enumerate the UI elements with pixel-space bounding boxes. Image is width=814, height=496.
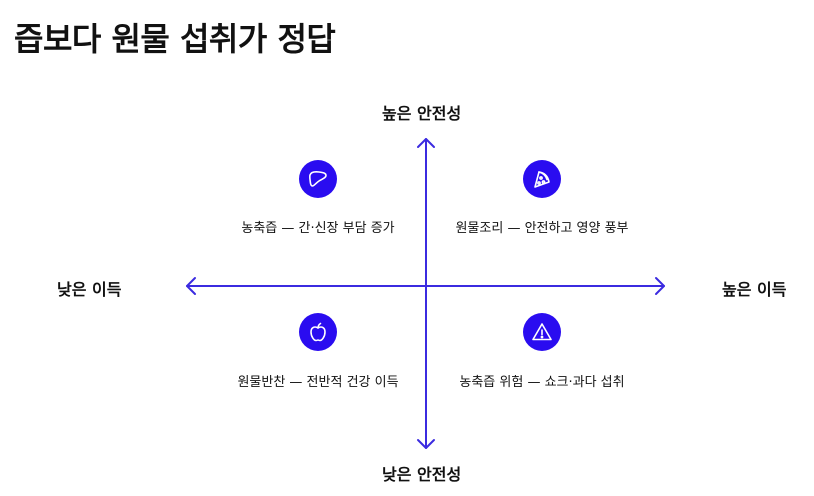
x-axis-left-label: 낮은 이득 — [57, 280, 122, 299]
arrow-up — [417, 138, 435, 148]
pizza-slice-icon — [523, 160, 561, 198]
arrow-left — [186, 277, 196, 295]
liver-icon — [299, 160, 337, 198]
arrow-right — [655, 277, 665, 295]
y-axis-bottom-label: 낮은 안전성 — [382, 465, 462, 484]
quadrant-text-top-right: 원물조리 — 안전하고 영양 풍부 — [455, 221, 629, 236]
apple-icon — [299, 313, 337, 351]
warning-icon — [523, 313, 561, 351]
quadrant-text-bottom-left: 원물반찬 — 전반적 건강 이득 — [237, 375, 399, 390]
quadrant-text-top-left: 농축즙 — 간·신장 부담 증가 — [241, 221, 395, 236]
page-title: 즙보다 원물 섭취가 정답 — [14, 20, 336, 58]
x-axis-right-label: 높은 이득 — [722, 280, 787, 299]
y-axis-top-label: 높은 안전성 — [382, 104, 462, 123]
arrow-down — [417, 439, 435, 449]
quadrant-text-bottom-right: 농축즙 위험 — 쇼크·과다 섭취 — [459, 375, 625, 390]
